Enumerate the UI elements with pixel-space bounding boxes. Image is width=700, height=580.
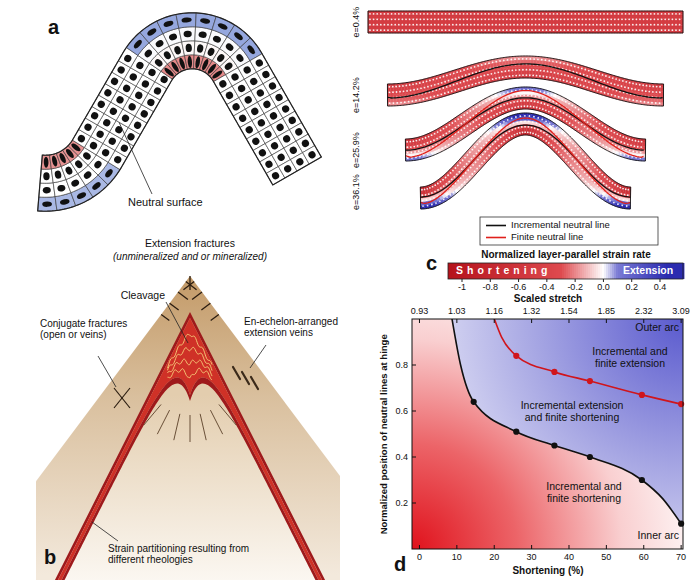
- figure: aNeutral surfacebExtension fractures(unm…: [0, 0, 700, 580]
